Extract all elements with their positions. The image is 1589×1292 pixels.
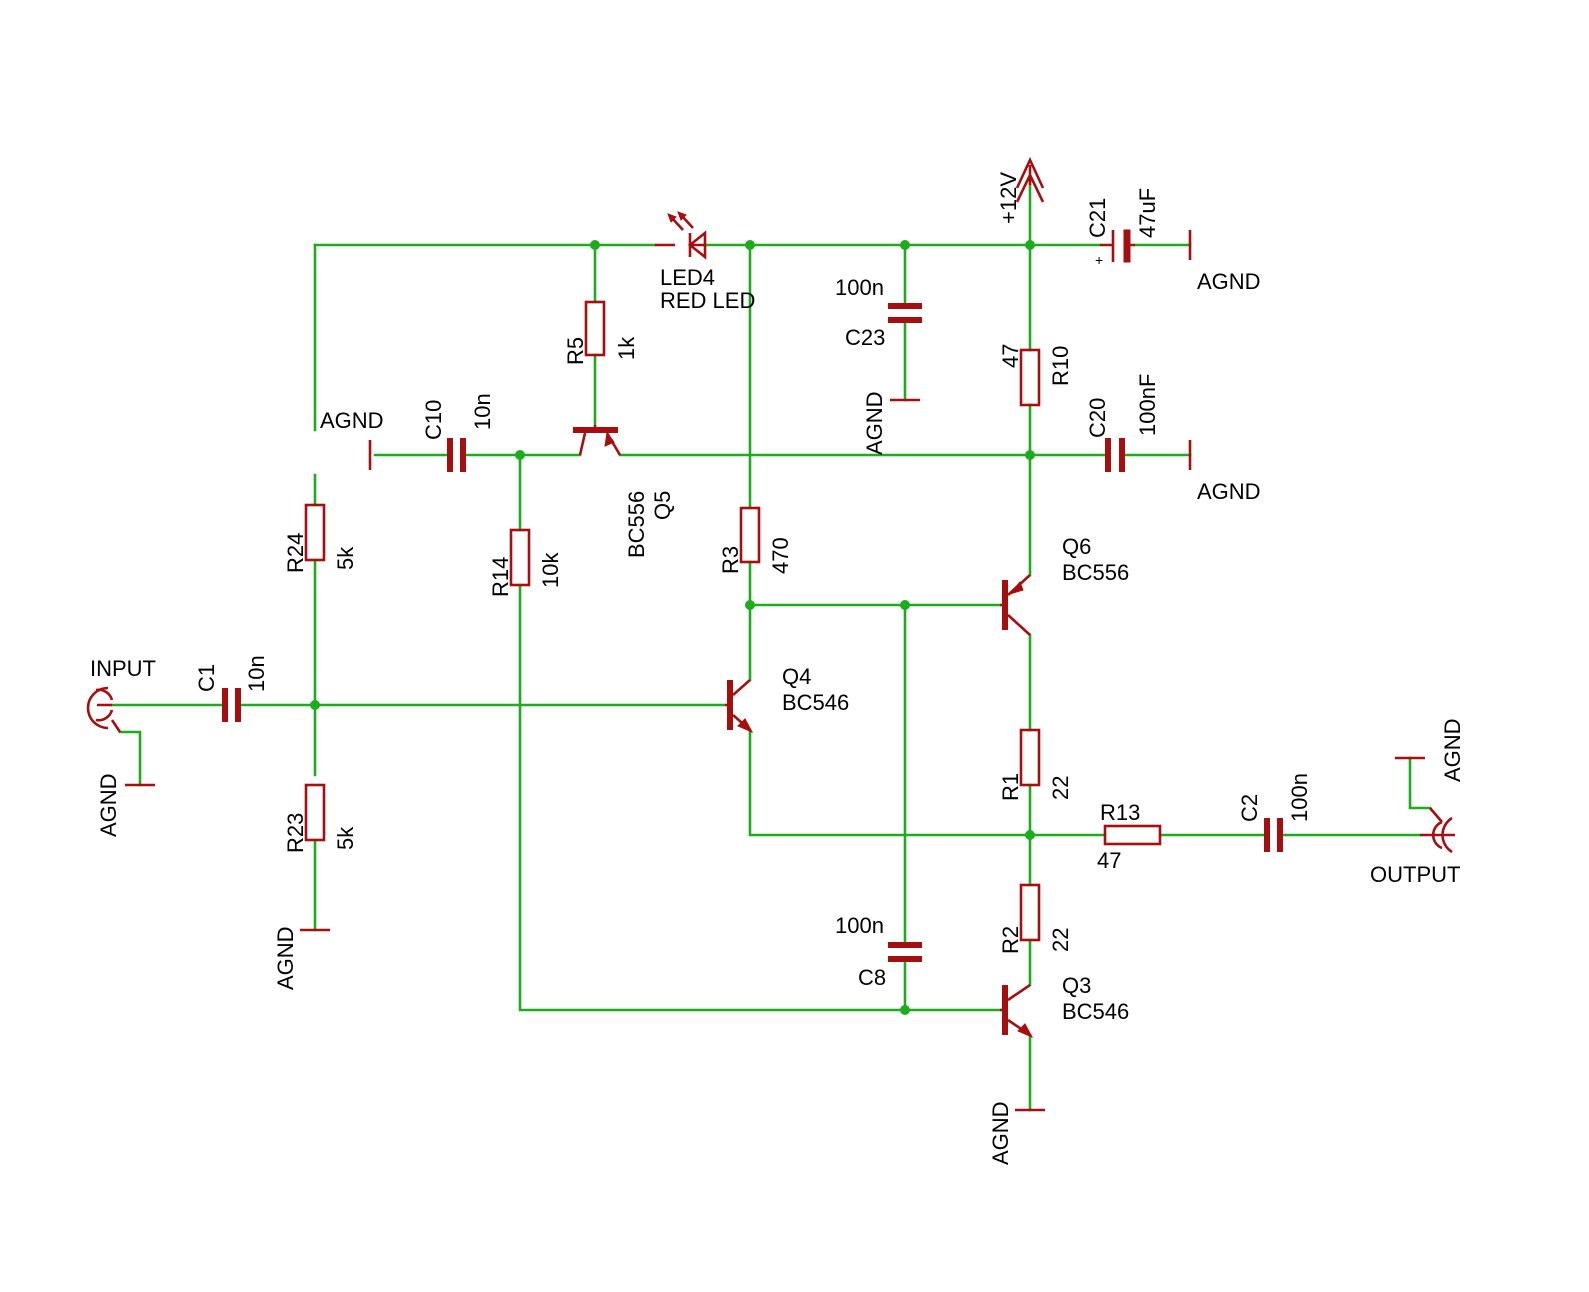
r13-name: R13 xyxy=(1100,800,1140,825)
agnd-label: AGND xyxy=(96,773,121,837)
capacitor-c23 xyxy=(888,303,922,323)
junction-dot xyxy=(745,240,755,250)
r13-value: 47 xyxy=(1097,848,1121,873)
r14-value: 10k xyxy=(538,552,563,588)
agnd-label: AGND xyxy=(1197,269,1261,294)
r2-value: 22 xyxy=(1048,928,1073,952)
supply-arrow-icon xyxy=(1015,156,1045,203)
junction-dot xyxy=(515,450,525,460)
resistor-r10 xyxy=(1019,348,1041,407)
c8-value: 100n xyxy=(835,913,884,938)
c1-value: 10n xyxy=(244,655,269,692)
r23-value: 5k xyxy=(333,826,358,850)
r5-name: R5 xyxy=(563,337,588,365)
junction-dot xyxy=(590,240,600,250)
junction-dot xyxy=(1025,240,1035,250)
resistor-r1 xyxy=(1019,728,1041,787)
r5-value: 1k xyxy=(614,336,639,360)
agnd-label: AGND xyxy=(320,408,384,433)
labels: INPUT OUTPUT +12V AGND AGND AGND AGND AG… xyxy=(90,172,1465,1165)
agnd-label: AGND xyxy=(1440,718,1465,782)
junction-dot xyxy=(900,600,910,610)
junction-dot xyxy=(900,240,910,250)
q6-value: BC556 xyxy=(1062,560,1129,585)
input-label: INPUT xyxy=(90,656,156,681)
led4-name: LED4 xyxy=(660,265,715,290)
c21-name: C21 xyxy=(1085,198,1110,238)
capacitor-c21 xyxy=(1100,229,1135,263)
capacitor-c20 xyxy=(1105,438,1125,472)
q3-value: BC546 xyxy=(1062,999,1129,1024)
resistor-r3 xyxy=(739,506,761,564)
r14-name: R14 xyxy=(488,557,513,597)
c2-name: C2 xyxy=(1237,794,1262,822)
c10-value: 10n xyxy=(470,393,495,430)
resistor-r14 xyxy=(509,528,531,587)
c20-name: C20 xyxy=(1085,398,1110,438)
r2-name: R2 xyxy=(998,926,1023,954)
agnd-label: AGND xyxy=(988,1101,1013,1165)
q4-value: BC546 xyxy=(782,690,849,715)
q4-name: Q4 xyxy=(782,664,811,689)
supply-label: +12V xyxy=(996,172,1021,224)
capacitor-c2 xyxy=(1264,818,1283,852)
agnd-label: AGND xyxy=(862,391,887,455)
junctions xyxy=(310,240,1035,1015)
r3-name: R3 xyxy=(718,546,743,574)
junction-dot xyxy=(745,600,755,610)
r24-name: R24 xyxy=(283,533,308,573)
transistor-q4 xyxy=(725,679,754,734)
led4-value: RED LED xyxy=(660,288,755,313)
wires xyxy=(110,183,1432,1112)
c10-name: C10 xyxy=(421,400,446,440)
q3-name: Q3 xyxy=(1062,973,1091,998)
agnd-label: AGND xyxy=(273,926,298,990)
transistor-q3 xyxy=(1000,983,1034,1039)
c23-name: C23 xyxy=(845,325,885,350)
c21-polarity: + xyxy=(1095,252,1103,268)
c1-name: C1 xyxy=(194,664,219,692)
resistor-r13 xyxy=(1103,824,1162,846)
c20-value: 100nF xyxy=(1135,374,1160,436)
resistor-r24 xyxy=(304,503,326,562)
junction-dot xyxy=(1025,450,1035,460)
c23-value: 100n xyxy=(835,275,884,300)
transistor-q5 xyxy=(573,425,622,456)
r10-name: R10 xyxy=(1048,346,1073,386)
q6-name: Q6 xyxy=(1062,534,1091,559)
capacitor-c10 xyxy=(447,438,466,472)
transistor-q6 xyxy=(1000,574,1031,636)
agnd-label: AGND xyxy=(1197,479,1261,504)
r10-value: 47 xyxy=(998,344,1023,368)
c2-value: 100n xyxy=(1287,773,1312,822)
q5-name: Q5 xyxy=(650,491,675,520)
resistor-r2 xyxy=(1019,883,1041,942)
junction-dot xyxy=(900,1005,910,1015)
resistor-r23 xyxy=(304,783,326,842)
output-jack-icon xyxy=(1420,807,1455,854)
capacitor-c1 xyxy=(222,688,241,722)
q5-value: BC556 xyxy=(624,491,649,558)
resistor-r5 xyxy=(584,300,606,357)
r24-value: 5k xyxy=(333,546,358,570)
r3-value: 470 xyxy=(768,537,793,574)
capacitor-c8 xyxy=(888,942,922,962)
r23-name: R23 xyxy=(283,813,308,853)
c21-value: 47uF xyxy=(1135,188,1160,238)
components xyxy=(86,156,1455,1112)
ground-symbols xyxy=(125,230,1425,1112)
c8-name: C8 xyxy=(858,965,886,990)
led-led4 xyxy=(655,211,707,260)
junction-dot xyxy=(1025,830,1035,840)
input-jack-icon xyxy=(86,686,122,733)
output-label: OUTPUT xyxy=(1370,862,1460,887)
junction-dot xyxy=(310,700,320,710)
r1-name: R1 xyxy=(998,773,1023,801)
r1-value: 22 xyxy=(1048,776,1073,800)
